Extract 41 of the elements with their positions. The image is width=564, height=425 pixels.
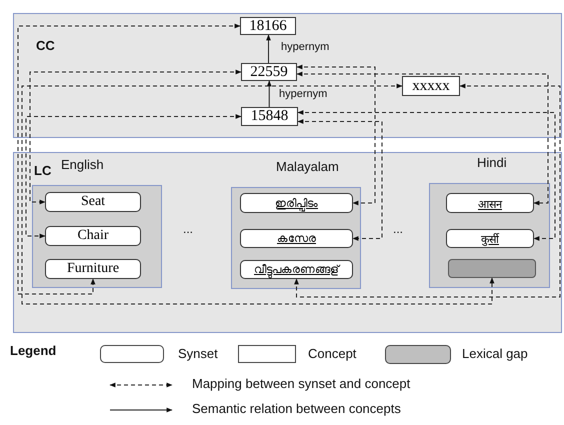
language-heading: English xyxy=(61,157,104,172)
ellipsis: ... xyxy=(183,222,194,236)
concept-box: 15848 xyxy=(241,107,298,126)
hypernym-arrow xyxy=(266,34,271,64)
concept-box: 22559 xyxy=(241,63,297,81)
legend-text: Synset xyxy=(178,346,218,361)
panel-label: CC xyxy=(36,38,55,53)
panel-label: LC xyxy=(34,163,52,178)
synset-box: कुर्सी xyxy=(446,229,534,248)
legend-text: Lexical gap xyxy=(462,346,528,361)
legend-text: Semantic relation between concepts xyxy=(192,401,401,416)
hypernym-arrow xyxy=(266,80,272,108)
mapping-arrow xyxy=(30,70,242,204)
language-heading: Hindi xyxy=(477,155,507,170)
mapping-arrow xyxy=(22,84,494,304)
synset-box: കസേര xyxy=(240,229,353,248)
legend-title: Legend xyxy=(10,343,56,358)
mapping-arrow xyxy=(296,64,376,206)
mapping-arrow xyxy=(296,72,548,206)
mapping-arrow xyxy=(297,119,382,241)
lexical-gap-box xyxy=(448,259,536,278)
synset-box: Seat xyxy=(45,192,141,212)
panel xyxy=(13,152,562,333)
synset-box: ഇരിപ്പിടം xyxy=(240,193,353,213)
synset-box: आसन xyxy=(446,193,534,213)
mapping-arrow xyxy=(294,84,560,298)
concept-box: 18166 xyxy=(240,17,296,35)
mapping-arrow xyxy=(297,110,556,241)
concept-box: xxxxx xyxy=(402,76,460,96)
edge-label: hypernym xyxy=(278,88,328,100)
panel xyxy=(13,13,562,138)
synset-box: Chair xyxy=(45,226,141,246)
synset-box: Furniture xyxy=(45,259,141,279)
mapping-arrow xyxy=(26,114,242,238)
edge-label: hypernym xyxy=(280,41,330,53)
mapping-arrow xyxy=(18,24,241,294)
legend-text: Concept xyxy=(308,346,356,361)
synset-box: വീട്ടുപകരണങ്ങള് xyxy=(240,260,353,279)
legend-text: Mapping between synset and concept xyxy=(192,376,410,391)
ellipsis: ... xyxy=(393,222,404,236)
language-heading: Malayalam xyxy=(276,159,339,174)
